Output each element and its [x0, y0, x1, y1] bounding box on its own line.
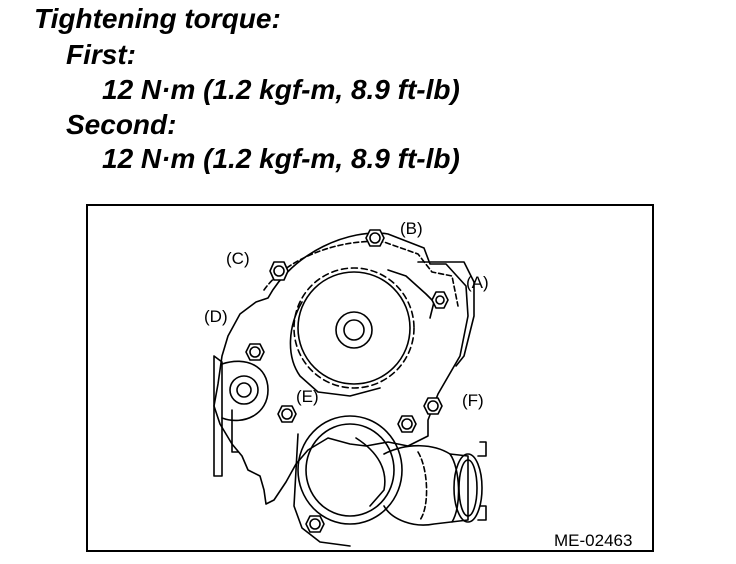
bolt-e: [277, 405, 297, 423]
right-flange: [417, 261, 475, 367]
bolt-a: [431, 291, 449, 309]
first-label: First:: [66, 39, 136, 70]
bolt-f: [423, 397, 443, 415]
bolt-c: [269, 261, 289, 281]
first-value: 12 N·m (1.2 kgf-m, 8.9 ft-lb): [102, 74, 460, 105]
figure-id: ME-02463: [554, 531, 632, 550]
spec-heading: Tightening torque:: [34, 3, 281, 34]
callout-c: (C): [226, 249, 250, 268]
callout-b: (B): [400, 219, 423, 238]
pump-shaft: [335, 311, 373, 349]
water-pump-figure: (A) (B) (C) (D) (E) (F) ME-02463: [86, 204, 654, 552]
callout-a: (A): [466, 273, 489, 292]
second-value: 12 N·m (1.2 kgf-m, 8.9 ft-lb): [102, 143, 460, 174]
outlet-pipe: [383, 444, 469, 526]
torque-spec: Tightening torque: First: 12 N·m (1.2 kg…: [0, 0, 736, 190]
bolt-d: [245, 343, 265, 361]
pump-housing-outline: [213, 232, 469, 505]
callout-d: (D): [204, 307, 228, 326]
thermostat-housing: [297, 415, 403, 525]
bolt-b: [365, 229, 385, 247]
impeller-housing: [297, 271, 411, 385]
second-label: Second:: [66, 109, 177, 140]
bolt-g: [397, 415, 417, 433]
water-pump-drawing: (A) (B) (C) (D) (E) (F) ME-02463: [204, 219, 632, 550]
callout-f: (F): [462, 391, 484, 410]
left-mount: [213, 355, 223, 477]
callout-e: (E): [296, 387, 319, 406]
bolt-h: [305, 515, 325, 533]
